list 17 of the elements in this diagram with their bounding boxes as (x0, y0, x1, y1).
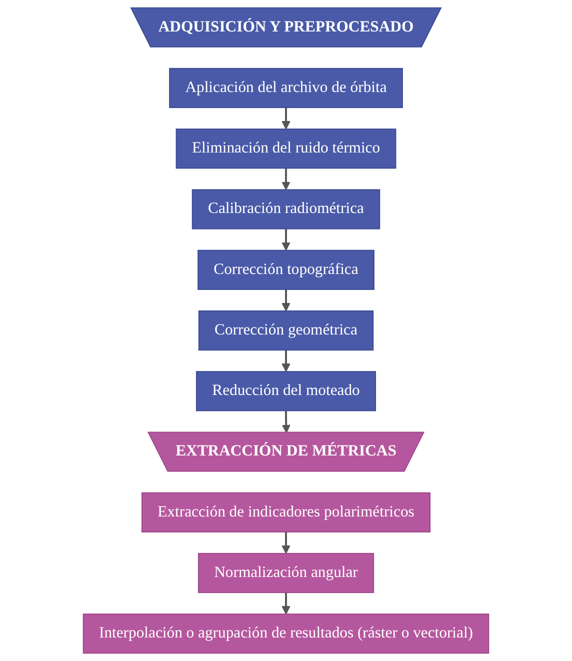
arrow (282, 532, 290, 554)
node-box: Eliminación del ruido térmico (176, 128, 396, 169)
node-box: Reducción del moteado (196, 371, 376, 412)
arrow (282, 289, 290, 312)
node-box: Corrección geométrica (198, 310, 374, 351)
node-box: Corrección topográfica (198, 250, 374, 290)
arrow (282, 350, 290, 372)
arrow (282, 592, 290, 614)
node-box: Aplicación del archivo de órbita (169, 68, 403, 108)
arrow (282, 168, 290, 190)
node-box: Interpolación o agrupación de resultados (ráster o vectorial) (82, 614, 490, 654)
arrow (282, 410, 290, 434)
arrow (282, 108, 290, 130)
node-box: Normalización angular (198, 552, 374, 594)
node-box: Extracción de indicadores polarimétricos (142, 492, 430, 532)
node-box: Calibración radiométrica (192, 189, 380, 230)
arrow (282, 228, 290, 251)
